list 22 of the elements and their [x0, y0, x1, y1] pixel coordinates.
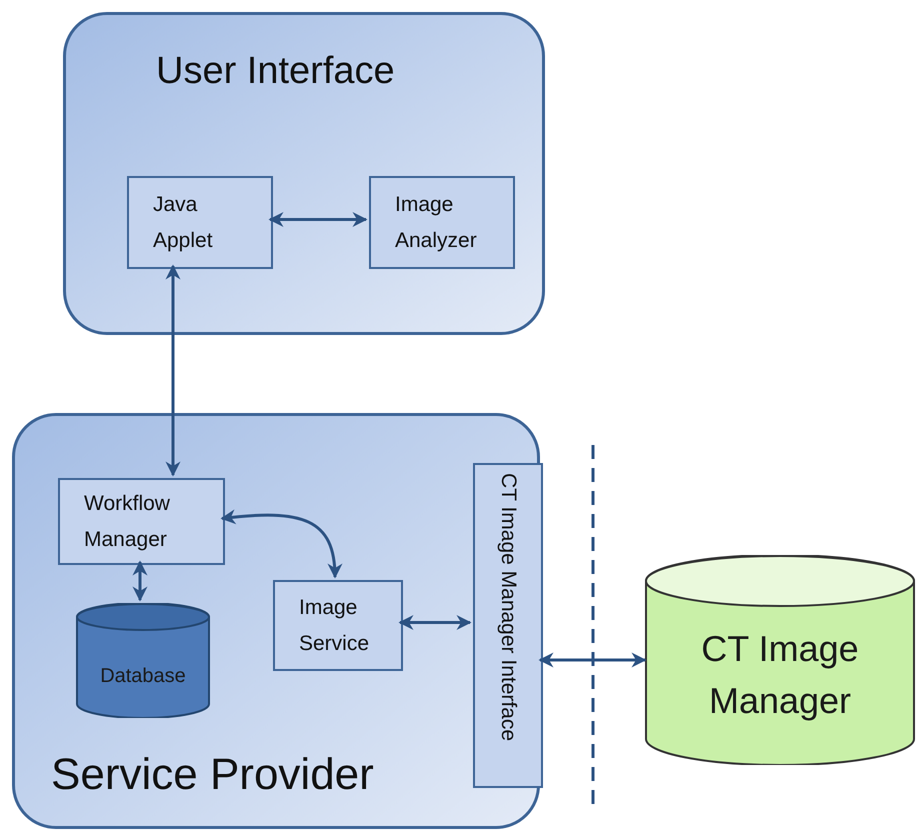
panel-title: Service Provider	[51, 749, 374, 801]
node-label: Java Applet	[153, 192, 214, 254]
component-box	[369, 176, 515, 269]
node-label: Image Analyzer	[395, 192, 478, 254]
component-box	[58, 478, 225, 565]
arrow	[538, 652, 646, 668]
arrow	[398, 615, 472, 630]
panel-title: User Interface	[156, 49, 395, 94]
arrow	[268, 212, 368, 227]
component-box	[473, 463, 543, 788]
arrow	[220, 510, 342, 578]
arrow	[132, 560, 148, 602]
component-box	[273, 580, 403, 671]
node-label: Workflow Manager	[84, 490, 171, 552]
component-box	[127, 176, 273, 269]
node-label: CT Image Manager	[700, 627, 860, 723]
node-label: Image Service	[299, 594, 370, 656]
node-label: Database	[99, 664, 187, 689]
node-label: CT Image Manager Interface	[496, 473, 521, 742]
group-panel	[12, 413, 540, 829]
arrow	[166, 264, 180, 476]
group-panel	[63, 12, 545, 335]
